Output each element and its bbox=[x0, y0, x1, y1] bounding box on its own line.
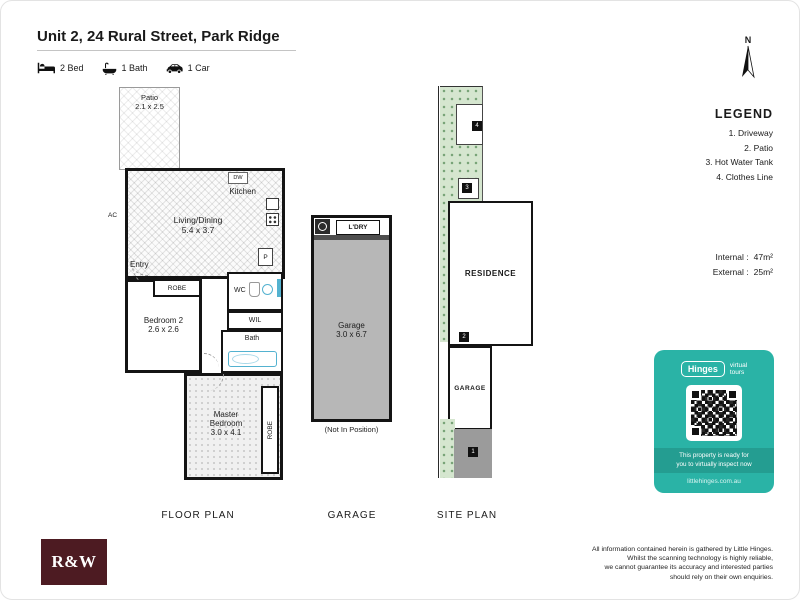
compass-north-label: N bbox=[744, 35, 752, 45]
agency-logo: R&W bbox=[41, 539, 107, 585]
room-bedroom2-label: Bedroom 2 2.6 x 2.6 bbox=[143, 316, 184, 334]
garage-label: Garage 3.0 x 6.7 bbox=[336, 320, 367, 339]
page-title: Unit 2, 24 Rural Street, Park Ridge bbox=[37, 28, 280, 45]
room-wc: WC bbox=[227, 272, 283, 311]
external-area-label: External : bbox=[712, 267, 749, 277]
site-marker-1: 1 bbox=[468, 447, 478, 457]
garage-note: (Not In Position) bbox=[324, 425, 379, 434]
ac-label: AC bbox=[108, 212, 118, 219]
room-patio: Patio 2.1 x 2.5 bbox=[119, 87, 180, 170]
qr-finder-tl bbox=[690, 389, 701, 400]
wc-basin-icon bbox=[262, 284, 273, 295]
hall-door-arc bbox=[204, 353, 219, 368]
legend-item-2: 2. Patio bbox=[744, 142, 773, 153]
cooktop-icon bbox=[266, 213, 279, 226]
virtual-tour-logo: Hinges virtual tours bbox=[654, 361, 774, 377]
room-kitchen-label: Kitchen bbox=[229, 187, 256, 196]
bath-icon bbox=[102, 62, 116, 75]
robe-2-label: ROBE bbox=[266, 420, 274, 440]
washer-door bbox=[318, 222, 327, 231]
hinges-logo-bubble: Hinges bbox=[680, 361, 725, 377]
feature-bath-label: 1 Bath bbox=[121, 63, 148, 73]
title-divider bbox=[37, 50, 296, 51]
site-plan-caption: SITE PLAN bbox=[436, 510, 498, 521]
fridge-icon bbox=[266, 198, 279, 210]
virtual-tour-message: This property is ready for you to virtua… bbox=[654, 448, 774, 473]
entry-label: Entry bbox=[130, 260, 149, 269]
virtual-tour-badge: Hinges virtual tours This property is re… bbox=[654, 350, 774, 493]
dishwasher-label: DW bbox=[228, 172, 248, 184]
internal-area-row: Internal : 47m² bbox=[611, 250, 773, 265]
garage-plan: L'DRY Garage 3.0 x 6.7 bbox=[311, 215, 392, 422]
garage-bench bbox=[314, 235, 389, 240]
bathtub-icon bbox=[228, 351, 277, 367]
room-bath: Bath bbox=[221, 330, 283, 373]
laundry-label: L'DRY bbox=[336, 220, 380, 235]
site-marker-4: 4 bbox=[472, 121, 482, 131]
site-marker-2: 2 bbox=[459, 332, 469, 342]
feature-bed-label: 2 Bed bbox=[60, 63, 84, 73]
qr-finder-tr bbox=[727, 389, 738, 400]
external-area-row: External : 25m² bbox=[611, 265, 773, 280]
internal-area-label: Internal : bbox=[715, 252, 749, 262]
disclaimer-text: All information contained herein is gath… bbox=[592, 546, 773, 581]
site-grass-bottom bbox=[440, 419, 455, 478]
toilet-icon bbox=[249, 282, 260, 297]
room-wil: WIL bbox=[227, 311, 283, 330]
site-boundary-line bbox=[438, 86, 439, 478]
pantry-label: P bbox=[258, 248, 273, 266]
north-arrow-icon bbox=[742, 45, 755, 79]
external-area-value: 25m² bbox=[753, 267, 773, 277]
room-living-dining: DW Kitchen P Living/Dining 5.4 x 3.7 bbox=[125, 168, 285, 279]
legend-title: LEGEND bbox=[714, 107, 773, 121]
site-residence-label: RESIDENCE bbox=[464, 269, 517, 278]
area-summary: Internal : 47m² External : 25m² bbox=[611, 250, 773, 280]
room-bath-label: Bath bbox=[244, 335, 260, 342]
qr-finder-bl bbox=[690, 426, 701, 437]
robe-2: ROBE bbox=[261, 386, 279, 474]
legend-item-4: 4. Clothes Line bbox=[716, 171, 773, 182]
site-garage-label: GARAGE bbox=[454, 384, 486, 392]
bathtub-basin bbox=[232, 354, 259, 364]
legend-item-1: 1. Driveway bbox=[728, 128, 773, 138]
internal-area-value: 47m² bbox=[753, 252, 773, 262]
room-patio-label: Patio 2.1 x 2.5 bbox=[135, 93, 164, 111]
feature-bath: 1 Bath bbox=[102, 62, 148, 75]
room-living-label: Living/Dining 5.4 x 3.7 bbox=[173, 215, 223, 235]
room-wc-label: WC bbox=[234, 287, 246, 294]
site-garage: GARAGE bbox=[448, 346, 492, 430]
feature-car-label: 1 Car bbox=[187, 63, 210, 73]
garage-floor: Garage 3.0 x 6.7 bbox=[314, 240, 389, 419]
compass: N bbox=[737, 35, 759, 84]
wc-fixture-strip bbox=[277, 279, 281, 297]
site-residence: RESIDENCE bbox=[448, 201, 533, 346]
car-icon bbox=[166, 63, 183, 73]
floor-plan-caption: FLOOR PLAN bbox=[161, 510, 235, 521]
legend-item-3: 3. Hot Water Tank bbox=[705, 157, 773, 167]
legend: LEGEND 1. Driveway 2. Patio 3. Hot Water… bbox=[611, 107, 773, 184]
washer-icon bbox=[315, 219, 330, 234]
garage-caption: GARAGE bbox=[327, 510, 377, 521]
site-marker-3: 3 bbox=[462, 183, 472, 193]
qr-code bbox=[686, 385, 742, 441]
feature-row: 2 Bed 1 Bath 1 Car bbox=[37, 59, 210, 77]
virtual-tours-label: virtual tours bbox=[729, 361, 748, 377]
feature-bed: 2 Bed bbox=[37, 62, 84, 74]
bed-icon bbox=[37, 62, 55, 74]
room-master-label: Master Bedroom 3.0 x 4.1 bbox=[209, 410, 243, 437]
virtual-tour-url: littlehinges.com.au bbox=[687, 478, 741, 485]
robe-1: ROBE bbox=[153, 279, 201, 297]
feature-car: 1 Car bbox=[166, 63, 210, 74]
